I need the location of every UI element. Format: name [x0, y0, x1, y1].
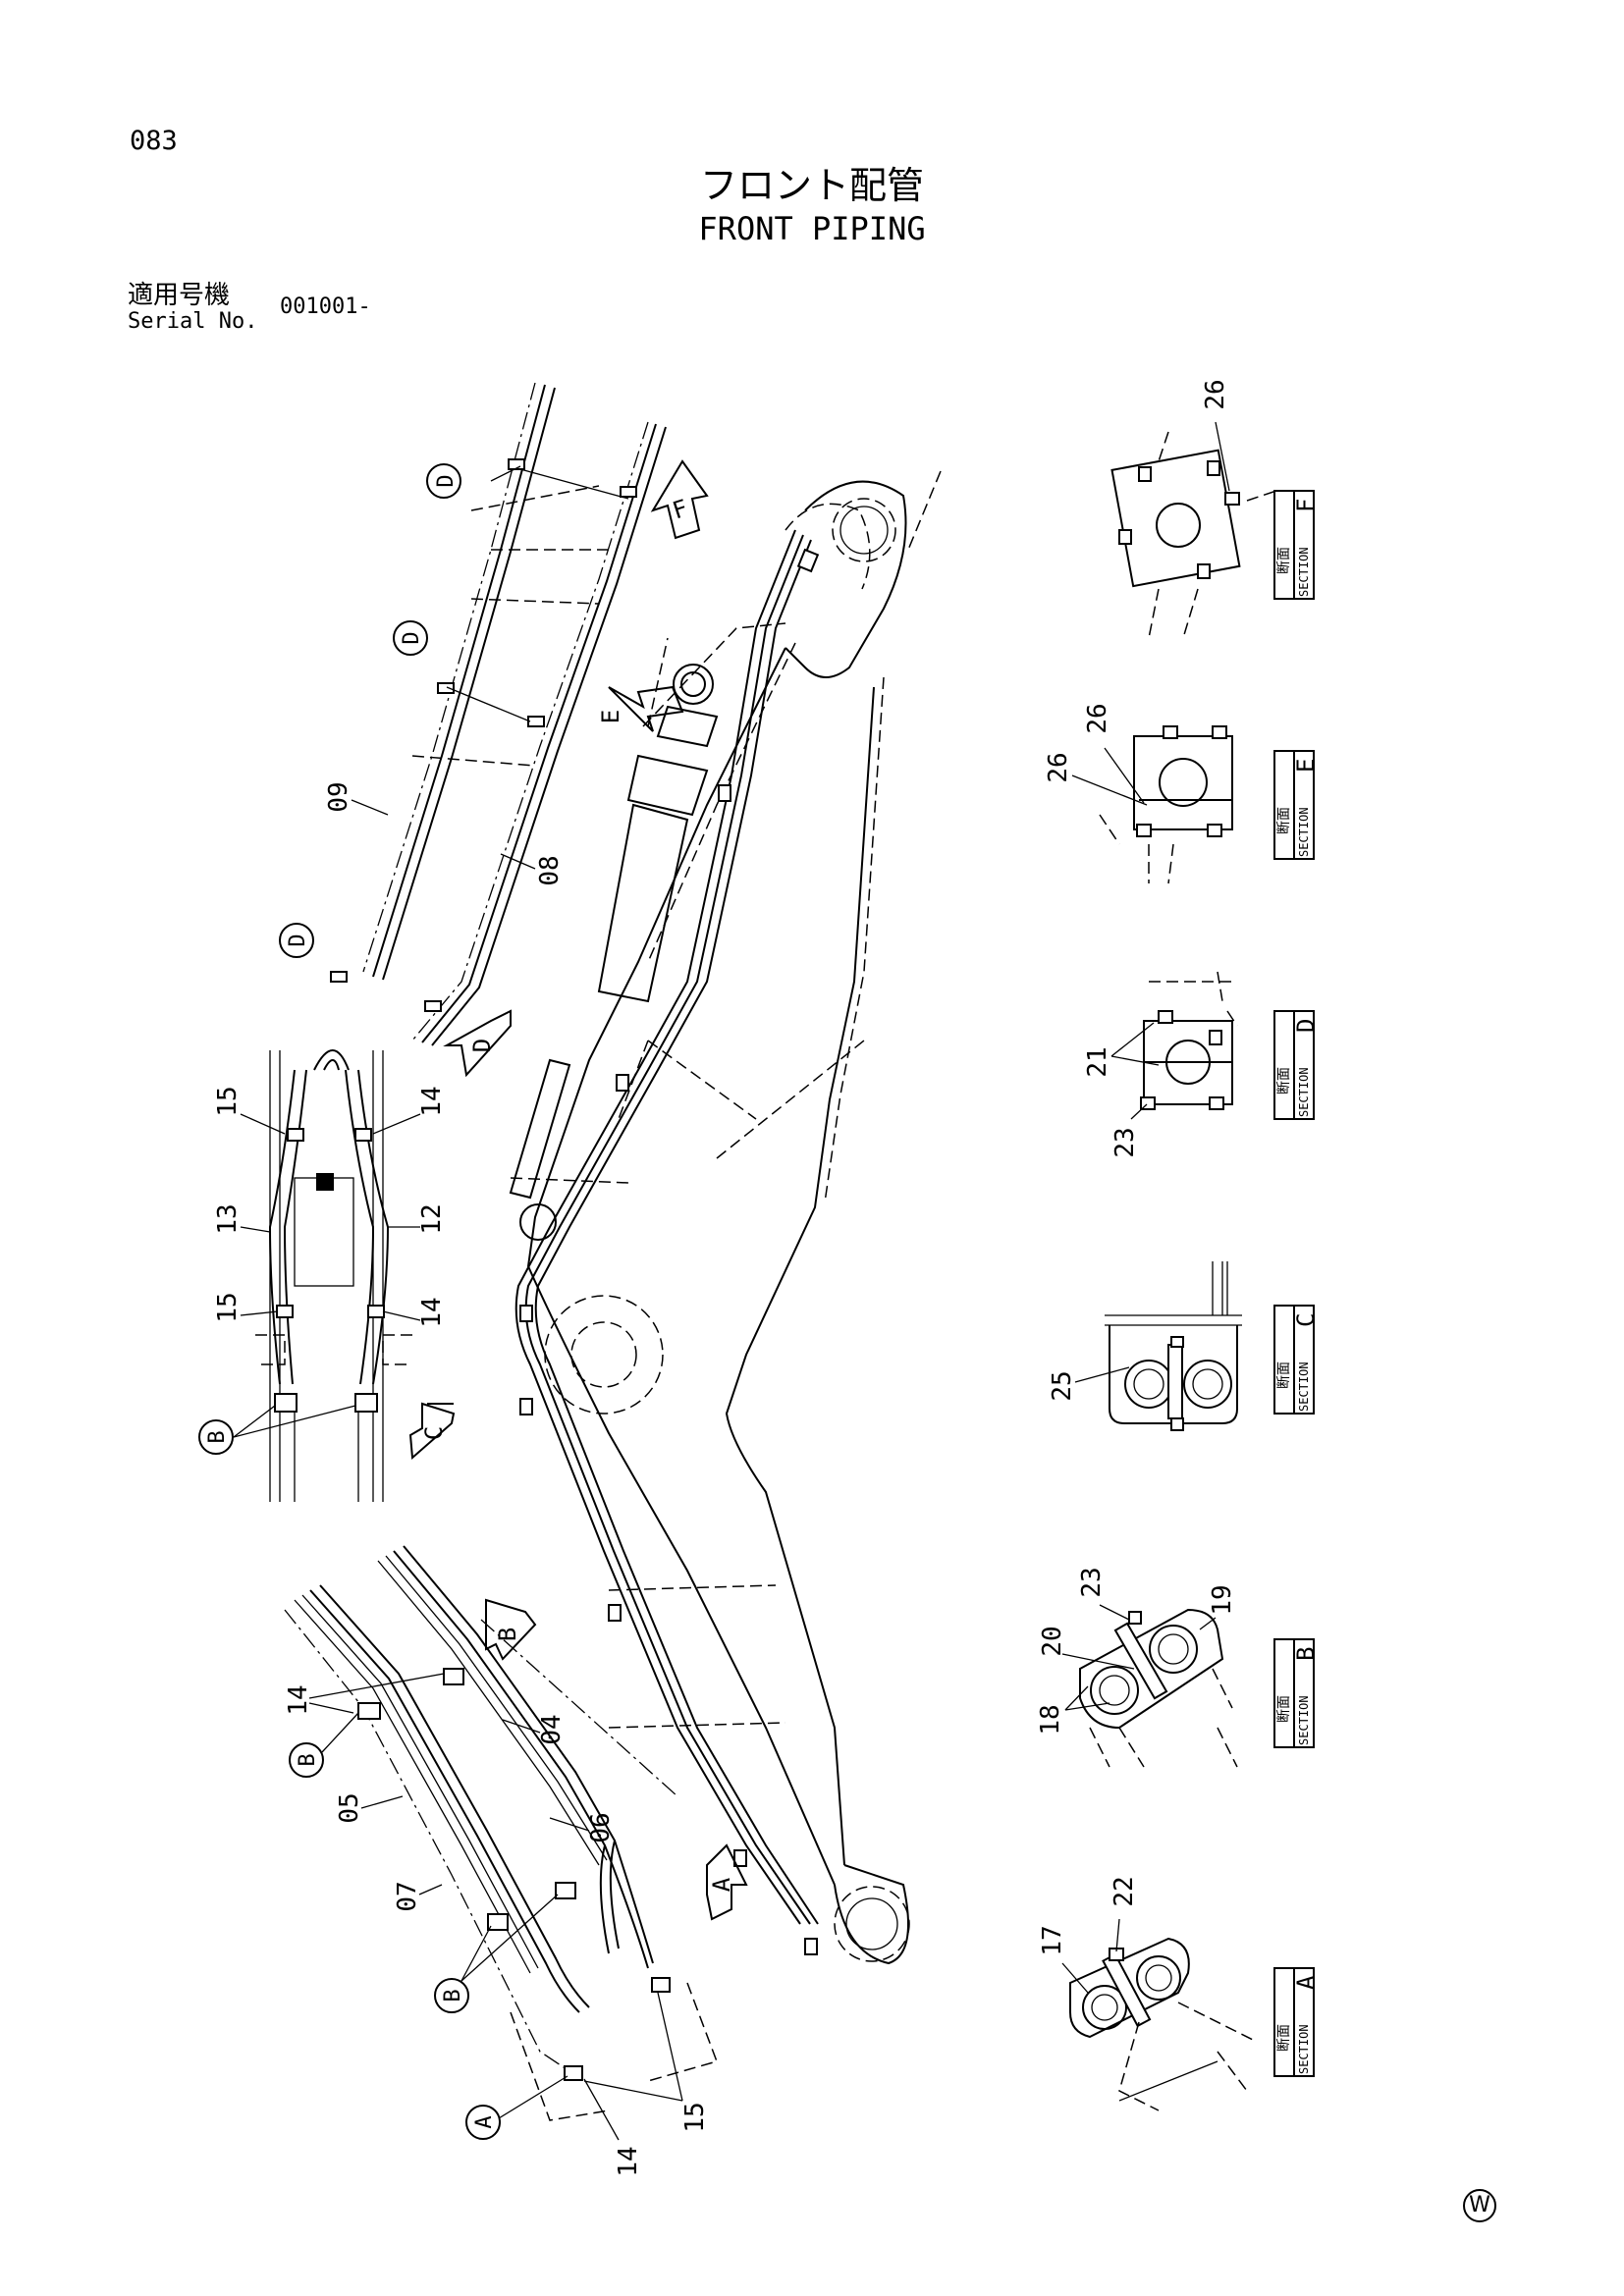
page-title-en: FRONT PIPING	[698, 210, 926, 247]
callout-d-2: D	[393, 620, 428, 656]
part-label-09: 09	[324, 781, 353, 812]
callout-d-3-label: D	[286, 934, 310, 946]
section-e-part-26a: 26	[1044, 752, 1073, 782]
part-label-14-upper: 14	[417, 1086, 447, 1116]
part-label-06: 06	[586, 1812, 616, 1842]
section-b-part-20: 20	[1038, 1626, 1067, 1656]
section-b-view: 23 19 20 18	[1036, 1567, 1238, 1768]
section-d-part-23: 23	[1110, 1127, 1140, 1157]
callout-a-label: A	[472, 2115, 497, 2128]
watermark-mark: W	[1463, 2189, 1496, 2222]
view-arrow-a: A	[706, 1843, 748, 1921]
callout-b-3-label: B	[441, 1989, 465, 2002]
section-a-jp: 断面	[1276, 2024, 1292, 2052]
section-a-letter: A	[1292, 1975, 1320, 1990]
section-c-en: SECTION	[1297, 1362, 1311, 1412]
part-label-05: 05	[335, 1792, 364, 1823]
view-arrow-b: B	[485, 1598, 537, 1661]
boom-piping	[514, 529, 820, 1955]
part-label-14-bottom: 14	[614, 2146, 643, 2176]
view-arrow-f: F	[650, 459, 709, 540]
section-d-jp: 断面	[1276, 1067, 1292, 1095]
callout-d-1: D	[426, 463, 461, 499]
part-label-14-left: 14	[284, 1684, 313, 1715]
part-label-15-bottom: 15	[680, 2102, 710, 2132]
view-arrow-e: E	[597, 685, 684, 732]
section-f-jp: 断面	[1276, 547, 1292, 574]
section-a-label: 断面 SECTION A	[1273, 1967, 1320, 2077]
view-arrow-e-label: E	[597, 710, 624, 723]
section-b-part-18: 18	[1036, 1704, 1065, 1735]
part-label-13: 13	[213, 1203, 243, 1234]
view-arrow-f-label: F	[669, 495, 690, 525]
section-e-label: 断面 SECTION E	[1273, 750, 1320, 860]
part-label-08: 08	[535, 855, 565, 885]
serial-number-value: 001001-	[280, 294, 371, 319]
callout-b-1-label: B	[205, 1430, 230, 1443]
section-b-en: SECTION	[1297, 1695, 1311, 1745]
section-a-en: SECTION	[1297, 2024, 1311, 2074]
section-d-en: SECTION	[1297, 1067, 1311, 1117]
callout-a: A	[465, 2075, 568, 2140]
section-d-part-21: 21	[1083, 1046, 1112, 1077]
section-d-label: 断面 SECTION D	[1273, 1010, 1320, 1120]
callout-d-2-label: D	[400, 631, 424, 644]
section-f-part-26: 26	[1201, 379, 1230, 409]
view-arrow-c-label: C	[420, 1426, 448, 1440]
section-f-label: 断面 SECTION F	[1273, 490, 1320, 600]
view-arrow-b-label: B	[494, 1628, 521, 1641]
section-c-jp: 断面	[1276, 1362, 1292, 1389]
section-c-letter: C	[1292, 1313, 1320, 1327]
section-f-view: 26	[1110, 379, 1277, 639]
part-labels: 09 08 15 14 13 12 15 14 14 04 05 06 07 1…	[213, 781, 710, 2176]
section-b-letter: B	[1292, 1647, 1320, 1661]
section-b-part-23: 23	[1077, 1567, 1107, 1597]
callout-d-1-label: D	[434, 474, 459, 487]
view-arrow-d-label: D	[468, 1039, 496, 1052]
serial-label-jp: 適用号機	[128, 281, 231, 310]
section-d-letter: D	[1292, 1019, 1320, 1033]
callout-b-2: B	[289, 1712, 359, 1778]
serial-label-en: Serial No.	[128, 309, 258, 334]
boom-outline	[526, 470, 942, 1965]
section-e-view: 26 26	[1044, 703, 1233, 884]
callout-b-3: B	[434, 1894, 559, 2013]
section-a-part-17: 17	[1038, 1925, 1067, 1955]
section-c-view: 25	[1048, 1261, 1242, 1431]
section-b-part-19: 19	[1208, 1584, 1237, 1615]
part-label-15-upper: 15	[213, 1086, 243, 1116]
page-title-jp: フロント配管	[699, 164, 924, 207]
section-a-view: 22 17	[1038, 1876, 1258, 2111]
section-e-jp: 断面	[1276, 807, 1292, 834]
part-label-15-lower: 15	[213, 1292, 243, 1322]
part-label-12: 12	[417, 1203, 447, 1234]
section-e-part-26b: 26	[1083, 703, 1112, 733]
section-d-view: 21 23	[1083, 971, 1238, 1158]
view-arrow-c: C	[408, 1402, 456, 1461]
callout-b-2-label: B	[296, 1753, 320, 1766]
section-a-part-22: 22	[1110, 1876, 1139, 1906]
section-e-en: SECTION	[1297, 807, 1311, 857]
page-number: 083	[130, 126, 178, 156]
section-c-part-25: 25	[1048, 1370, 1077, 1401]
hose-detail-view	[255, 1049, 412, 1502]
section-e-letter: E	[1292, 759, 1320, 773]
callout-b-1: B	[198, 1405, 356, 1455]
callout-d-3: D	[279, 923, 314, 958]
section-f-en: SECTION	[1297, 547, 1311, 597]
section-f-letter: F	[1292, 499, 1320, 512]
view-arrow-a-label: A	[708, 1877, 735, 1892]
part-label-04: 04	[537, 1714, 567, 1744]
section-b-jp: 断面	[1276, 1695, 1292, 1723]
section-b-label: 断面 SECTION B	[1273, 1638, 1320, 1748]
view-arrow-d: D	[443, 1009, 512, 1078]
upper-pipes	[330, 382, 667, 1046]
part-label-07: 07	[393, 1881, 422, 1911]
section-c-label: 断面 SECTION C	[1273, 1305, 1320, 1415]
part-label-14-lower: 14	[417, 1297, 447, 1327]
